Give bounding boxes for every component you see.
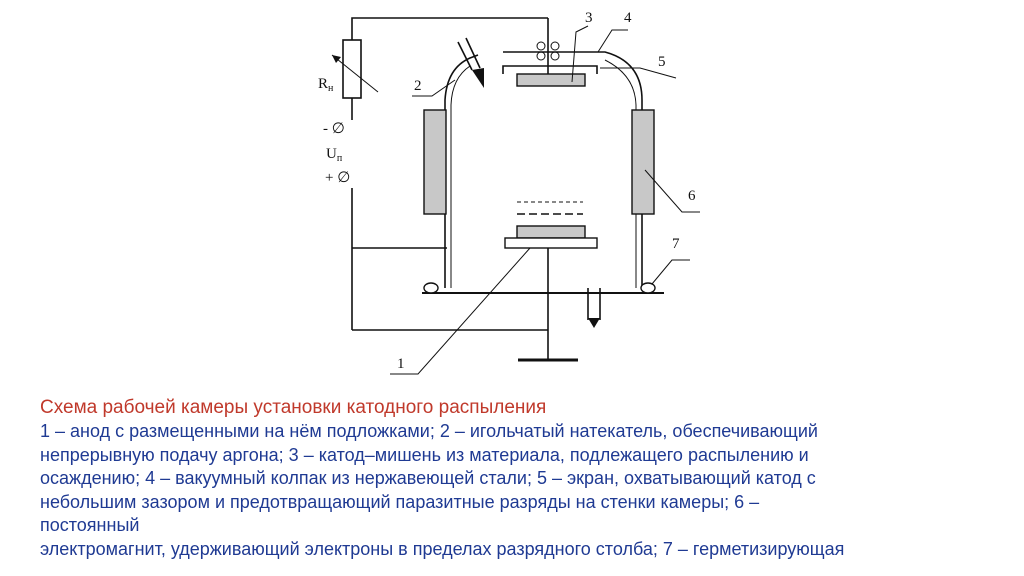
caption-line: непрерывную подачу аргона; 3 – катод–миш…	[40, 444, 809, 465]
sputtering-chamber-diagram: Rн - ∅ Uп + ∅	[318, 10, 700, 375]
anode-plate	[504, 237, 598, 249]
leader-lines	[390, 25, 700, 375]
vacuum-bell-jar	[444, 51, 643, 288]
callout-6: 6	[688, 188, 696, 204]
caption-line: 1 – анод с размещенными на нём подложкам…	[40, 421, 818, 441]
callout-7: 7	[672, 236, 680, 252]
cathode-screen	[502, 65, 598, 74]
label-rn: Rн	[318, 76, 334, 94]
pumping-outlet	[587, 288, 601, 328]
callout-5: 5	[658, 54, 666, 70]
seal-right	[640, 282, 656, 294]
caption-line: постоянный	[40, 515, 140, 535]
callout-3: 3	[585, 10, 593, 26]
callout-4: 4	[624, 10, 632, 26]
caption-title: Схема рабочей камеры установки катодного…	[40, 397, 547, 418]
cathode-feedthrough	[536, 41, 560, 74]
needle-leak-valve	[457, 37, 484, 88]
substrate	[516, 225, 586, 239]
terminal-minus: - ∅	[323, 121, 345, 137]
load-resistor	[331, 39, 379, 99]
caption-line: осаждению; 4 – вакуумный колпак из нержа…	[40, 468, 816, 488]
caption-line: небольшим зазором и предотвращающий пара…	[40, 491, 760, 512]
label-up: Uп	[326, 146, 343, 164]
electromagnet-left	[423, 109, 447, 215]
caption-line: электромагнит, удерживающий электроны в …	[40, 538, 845, 559]
seal-left	[423, 282, 439, 294]
cathode-target	[516, 73, 586, 87]
callout-2: 2	[414, 78, 422, 94]
caption: Схема рабочей камеры установки катодного…	[40, 396, 1000, 561]
terminal-plus: + ∅	[325, 170, 350, 186]
callout-1: 1	[397, 356, 405, 372]
discharge-region-lines	[517, 201, 583, 215]
electromagnet-right	[631, 109, 655, 215]
circuit-wiring	[351, 17, 549, 331]
